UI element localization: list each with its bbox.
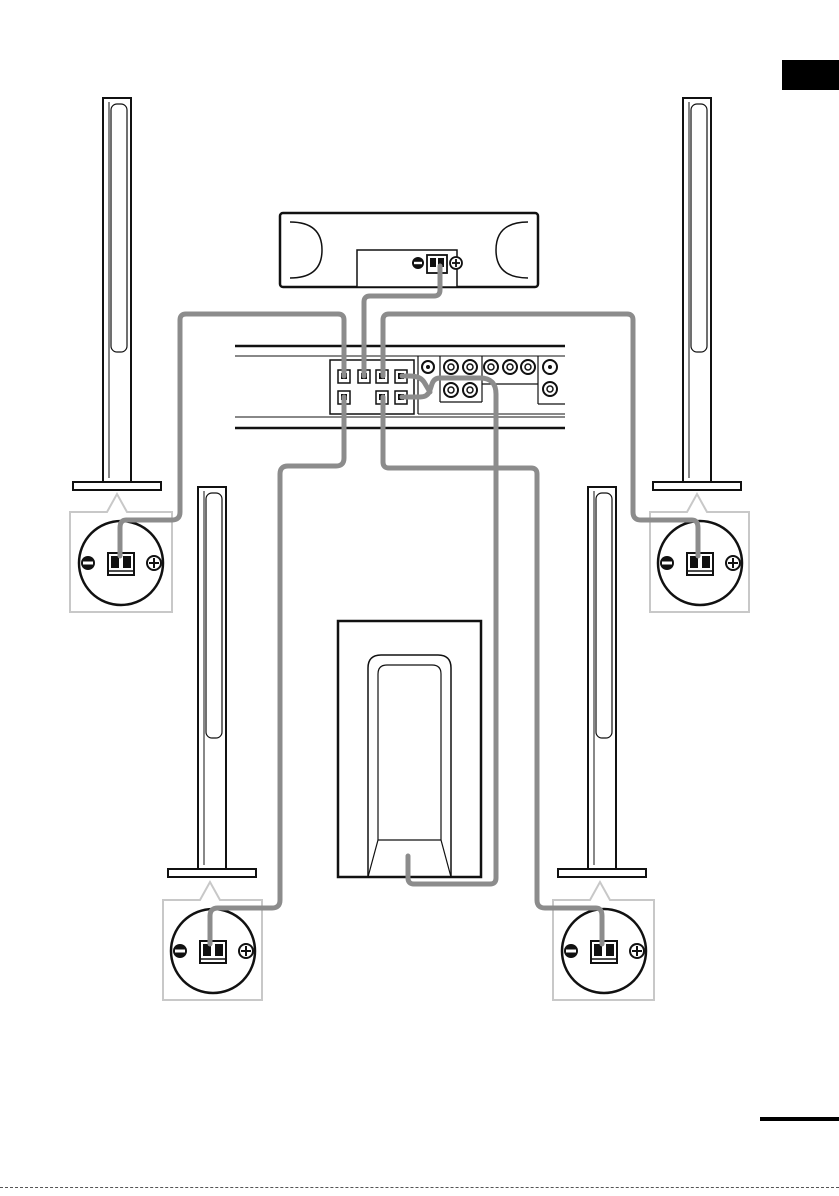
page-cut-line	[0, 1187, 839, 1188]
main-unit-rear-panel	[235, 346, 565, 428]
cable-front-right	[383, 314, 698, 556]
cable-front-left	[120, 314, 344, 556]
center-speaker	[280, 213, 538, 287]
continued-marker	[760, 1117, 839, 1121]
subwoofer	[338, 621, 481, 877]
surround-right-speaker	[558, 487, 646, 877]
front-right-speaker	[653, 98, 741, 490]
surround-left-speaker	[168, 487, 256, 877]
section-tab-marker	[782, 60, 839, 90]
cable-surround-left	[210, 397, 344, 944]
front-left-speaker	[73, 98, 161, 490]
